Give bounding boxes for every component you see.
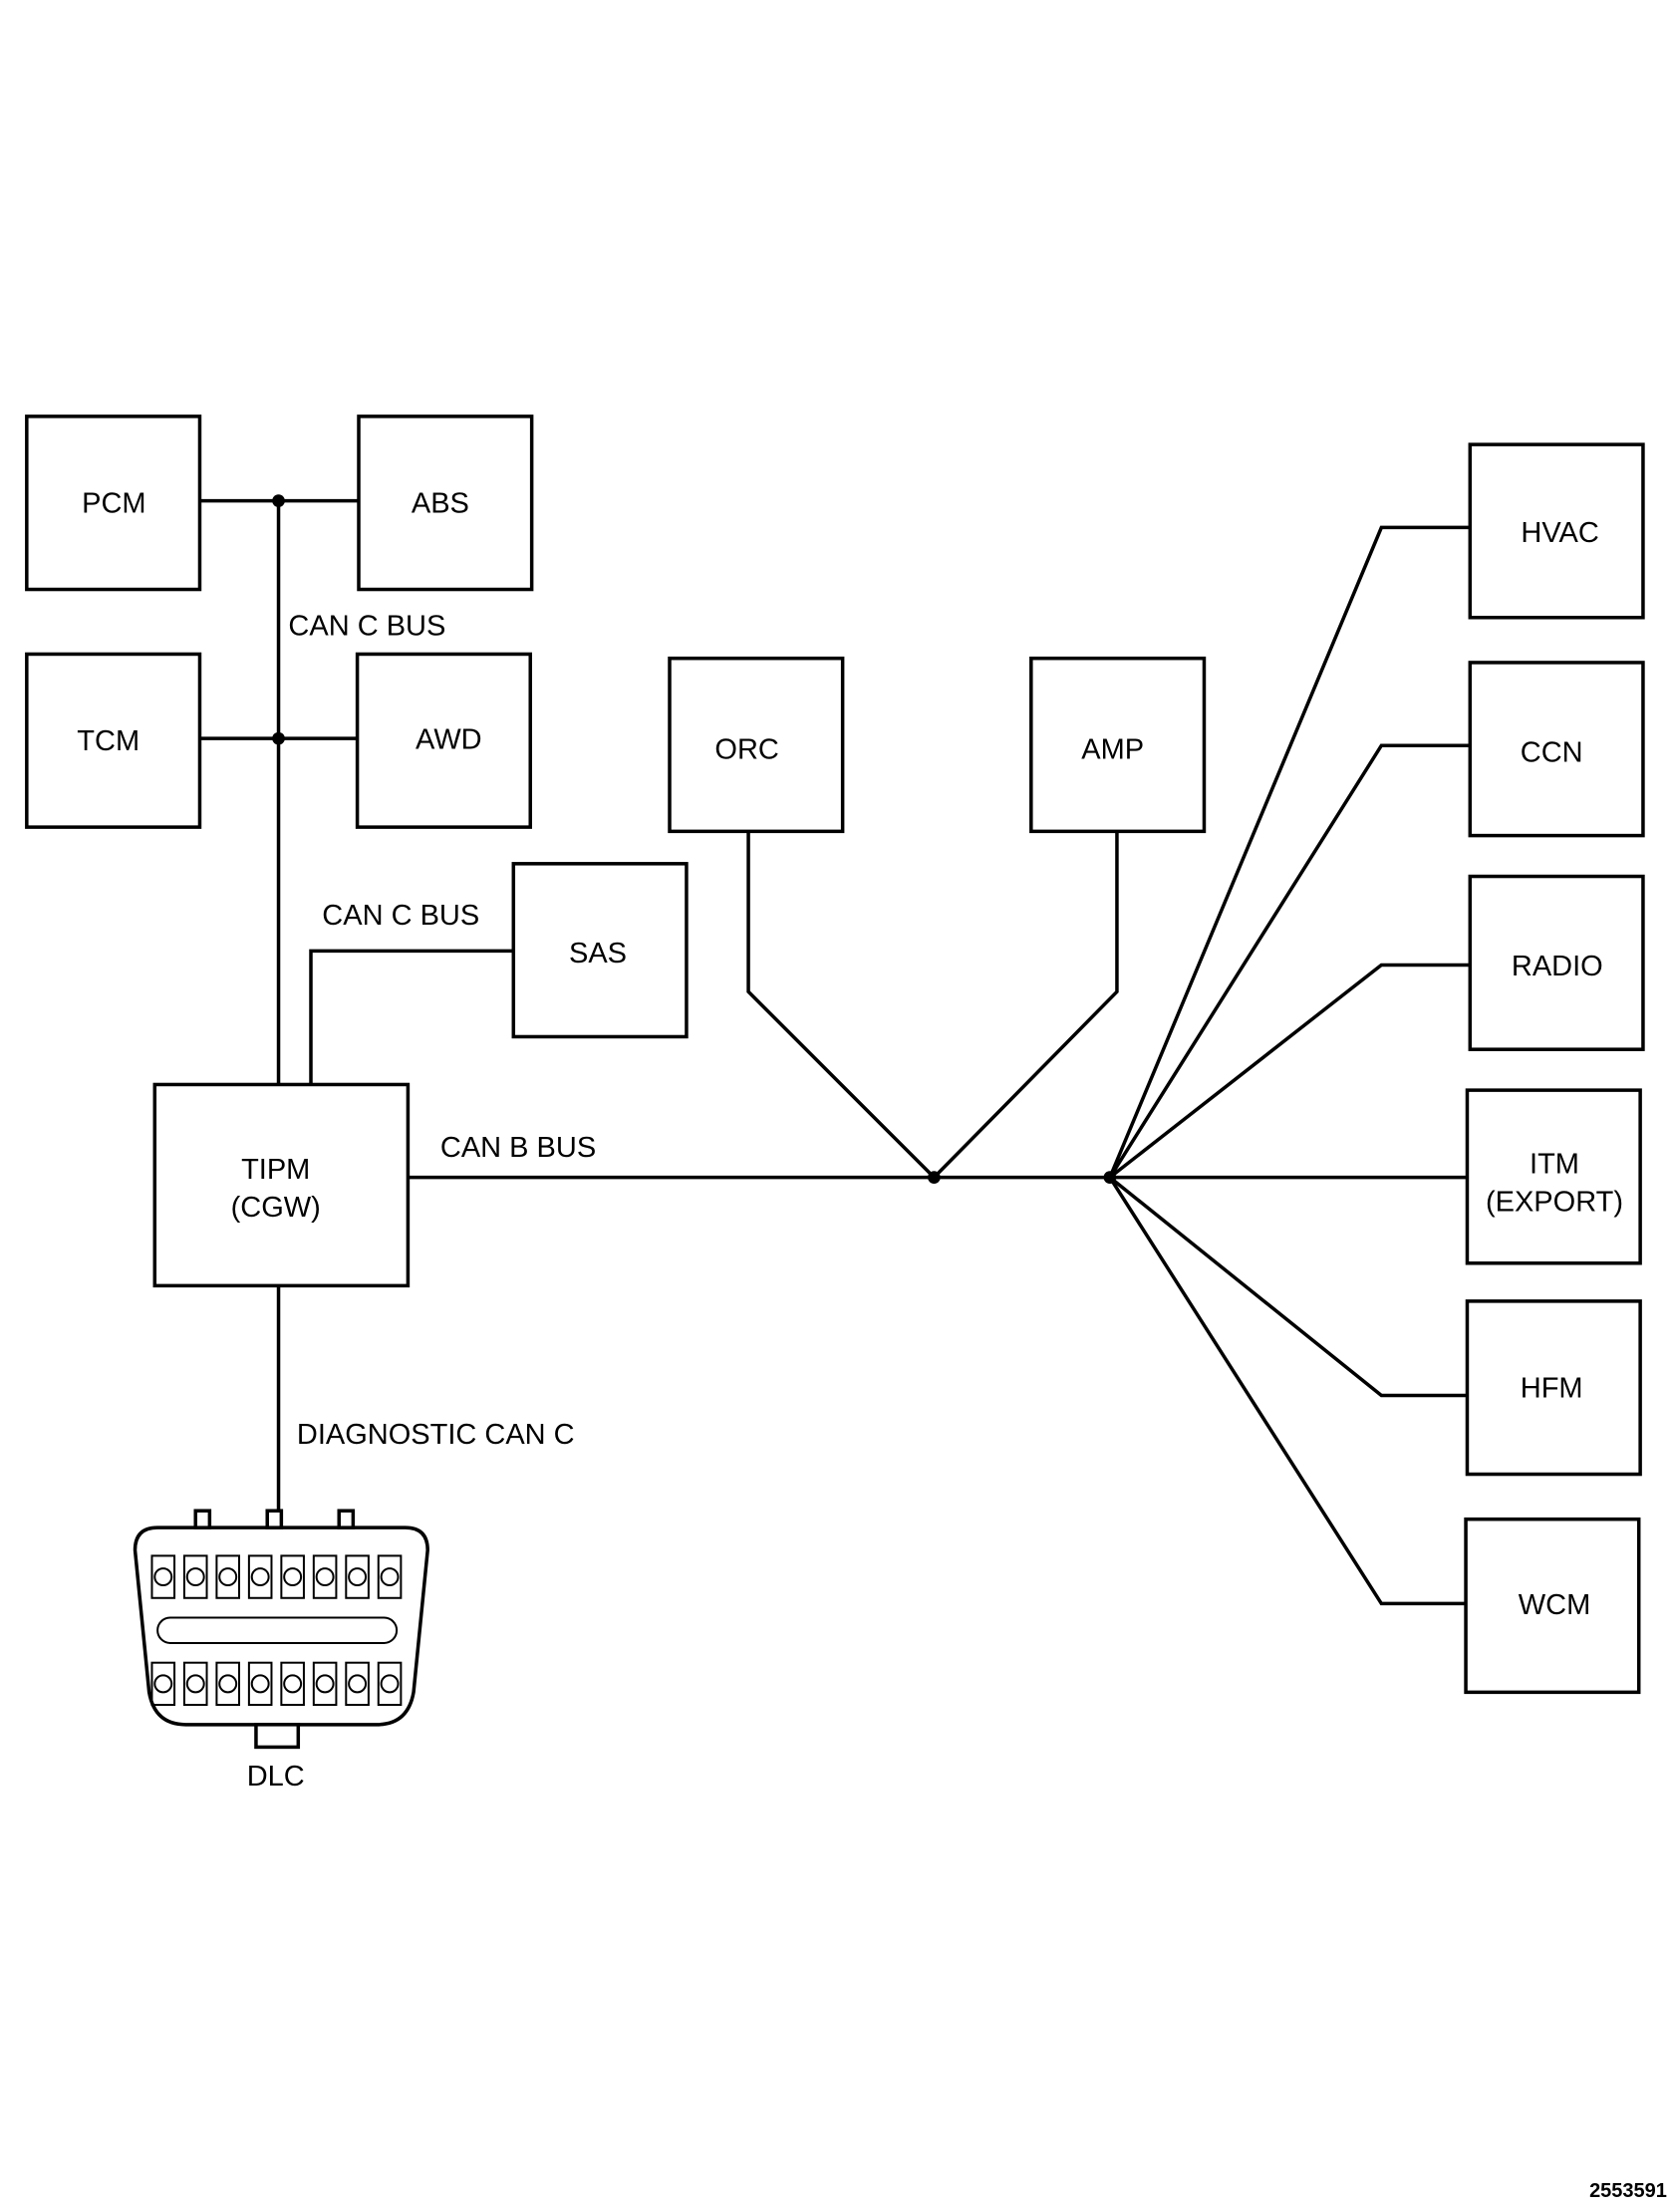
orc-drop-wire [746,831,936,1179]
dlc-top-pin-8-contact [380,1567,400,1587]
dlc-top-pin-3-contact [218,1567,238,1587]
sas-label: SAS [569,938,627,969]
dlc-top-pin-8 [377,1554,403,1599]
amp-drop-wire [933,831,1119,1179]
can-b-splice-node [1103,1171,1117,1185]
itm-module-box [1465,1088,1642,1265]
figure-id-label: 2553591 [1589,2180,1667,2202]
wcm-module-box [1464,1517,1641,1695]
abs-label: ABS [412,487,469,519]
dlc-bottom-pin-1-contact [153,1674,173,1694]
diagnostic-can-c-label: DIAGNOSTIC CAN C [297,1419,575,1451]
dlc-top-tab-2 [265,1509,284,1529]
dlc-top-tab-1 [193,1509,212,1529]
dlc-center-slot [156,1616,399,1644]
tipm-label-line-2: (CGW) [231,1192,321,1224]
tipm-module-box [152,1082,411,1288]
dlc-top-pin-2 [182,1554,208,1599]
can-b-bus-label: CAN B BUS [440,1132,596,1164]
dlc-connector [133,1509,429,1750]
dlc-bottom-pin-4 [247,1661,273,1707]
hfm-branch-wire [1108,1176,1468,1398]
dlc-top-pin-5 [280,1554,305,1599]
radio-module-box [1468,874,1645,1051]
dlc-top-pin-4-contact [250,1567,270,1587]
dlc-bottom-pin-8-contact [380,1674,400,1694]
pcm-label: PCM [82,487,145,519]
dlc-bottom-pin-3-contact [218,1674,238,1694]
module-boxes-layer [25,415,1645,1695]
orc-label: ORC [714,734,778,766]
can-c-bus-upper-label: CAN C BUS [288,610,445,642]
itm-label-line-1: ITM [1530,1148,1579,1180]
dlc-top-pin-3 [215,1554,240,1599]
orc-amp-junction-node [928,1171,941,1185]
dlc-bottom-pin-5-contact [283,1674,303,1694]
itm-label-line-2: (EXPORT) [1486,1186,1623,1218]
tcm-awd-junction-node [272,731,285,745]
ccn-branch-wire [1108,743,1471,1179]
dlc-top-pin-6-contact [315,1567,335,1587]
abs-module-box [357,415,534,592]
hvac-label: HVAC [1521,517,1598,549]
dlc-top-pin-5-contact [283,1567,303,1587]
can-c-bus-sas-label: CAN C BUS [322,900,479,932]
dlc-top-pin-1 [150,1554,176,1599]
orc-module-box [668,656,845,834]
wcm-label: WCM [1519,1589,1590,1621]
dlc-top-pin-6 [312,1554,338,1599]
sas-module-box [511,862,689,1039]
dlc-label: DLC [247,1761,305,1793]
hvac-module-box [1468,442,1645,620]
wcm-branch-wire [1108,1176,1467,1606]
hfm-module-box [1465,1299,1642,1477]
dlc-bottom-pin-2 [182,1661,208,1707]
dlc-bottom-key [254,1723,301,1750]
dlc-bottom-pin-4-contact [250,1674,270,1694]
labels-layer: PCM ABS TCM AWD SAS TIPM (CGW) ORC AMP HVAC CCN RAD… [77,487,1667,2201]
pcm-module-box [25,415,202,592]
amp-module-box [1029,656,1207,834]
wiring-layer [199,494,1471,1606]
dlc-top-tab-3 [337,1509,356,1529]
dlc-bottom-pin-2-contact [185,1674,205,1694]
sas-can-c-wire [309,949,514,1085]
ccn-label: CCN [1521,736,1583,768]
hvac-branch-wire [1108,525,1471,1179]
dlc-bottom-pin-5 [280,1661,305,1707]
dlc-bottom-pin-1 [150,1661,176,1707]
amp-label: AMP [1081,734,1144,766]
awd-label: AWD [416,724,482,756]
dlc-bottom-pin-6-contact [315,1674,335,1694]
dlc-top-pin-7 [345,1554,370,1599]
dlc-bottom-pin-8 [377,1661,403,1707]
dlc-top-pin-4 [247,1554,273,1599]
dlc-bottom-pin-3 [215,1661,240,1707]
awd-module-box [355,652,532,829]
dlc-top-pin-2-contact [185,1567,205,1587]
hfm-label: HFM [1521,1372,1583,1404]
dlc-bottom-pin-7 [345,1661,370,1707]
dlc-bottom-pin-7-contact [348,1674,368,1694]
ccn-module-box [1468,661,1645,838]
tcm-module-box [25,652,202,829]
dlc-bottom-pin-6 [312,1661,338,1707]
tcm-label: TCM [77,725,140,757]
radio-branch-wire [1108,963,1471,1180]
dlc-top-pin-7-contact [348,1567,368,1587]
radio-label: RADIO [1512,951,1603,982]
pcm-abs-junction-node [272,494,285,507]
dlc-top-pin-1-contact [153,1567,173,1587]
tipm-label-line-1: TIPM [241,1154,310,1186]
